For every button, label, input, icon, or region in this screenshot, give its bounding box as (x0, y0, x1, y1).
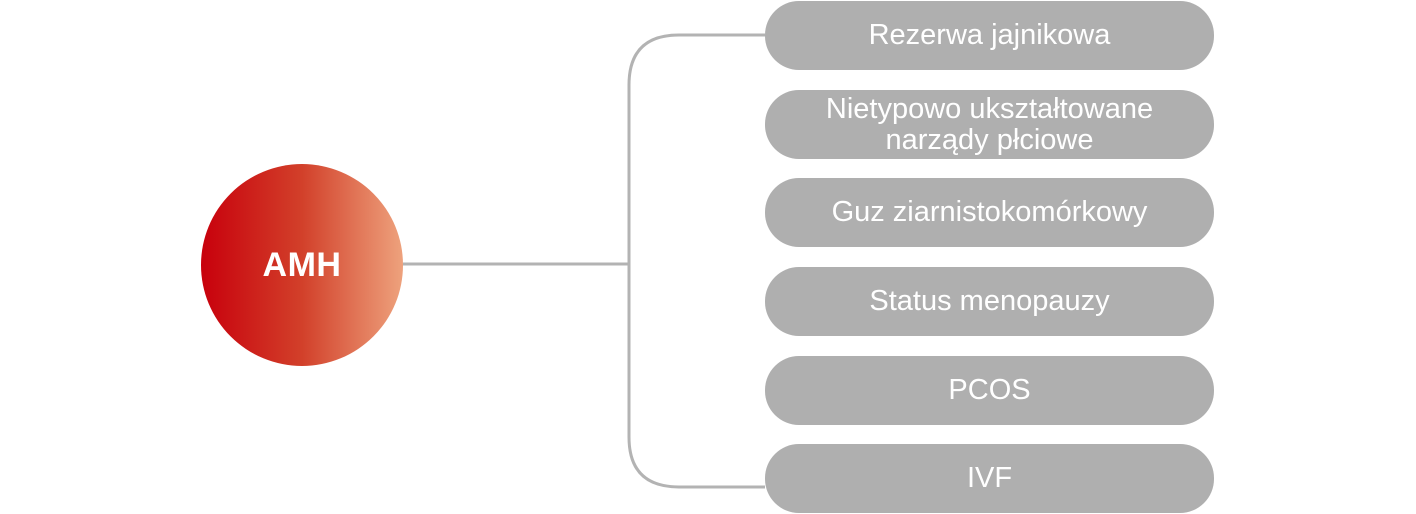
center-node-amh: AMH (201, 164, 403, 366)
item-label: PCOS (948, 374, 1031, 406)
item-pcos: PCOS (765, 356, 1214, 425)
item-label: IVF (966, 462, 1013, 494)
item-label: Nietypowo ukształtowane narządy płciowe (825, 92, 1154, 156)
center-label: AMH (262, 245, 342, 284)
item-guz-ziarnistokomorkowy: Guz ziarnistokomórkowy (765, 178, 1214, 247)
item-status-menopauzy: Status menopauzy (765, 267, 1214, 336)
item-label: Status menopauzy (869, 285, 1110, 317)
item-label: Guz ziarnistokomórkowy (831, 196, 1148, 228)
item-label: Rezerwa jajnikowa (868, 19, 1111, 51)
item-nietypowo-uksztaltowane: Nietypowo ukształtowane narządy płciowe (765, 90, 1214, 159)
item-ivf: IVF (765, 444, 1214, 513)
item-rezerwa-jajnikowa: Rezerwa jajnikowa (765, 1, 1214, 70)
bracket-connector (627, 33, 765, 489)
